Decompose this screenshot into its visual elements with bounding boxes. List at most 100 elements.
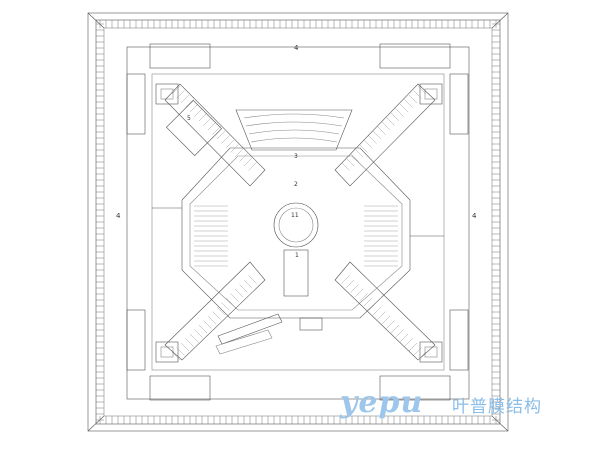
hatch-line — [198, 324, 208, 334]
hatch-line — [363, 139, 373, 149]
room-label-1: 1 — [295, 252, 299, 259]
hatch-line — [212, 126, 221, 135]
hatch-line — [399, 333, 409, 343]
auditorium-fan — [235, 109, 353, 151]
outer-wall — [87, 12, 509, 432]
hatch-line — [381, 121, 391, 131]
hatch-line — [207, 121, 217, 131]
stair-block-w-bot — [126, 309, 146, 371]
hatch-line — [390, 324, 400, 334]
hatch-line — [417, 85, 427, 95]
hatch-line — [216, 130, 226, 140]
hatch-line — [368, 135, 377, 144]
corner-bevel-nw — [87, 12, 105, 29]
hatch-line — [171, 85, 181, 95]
hatch-line — [176, 90, 185, 99]
hatch-line — [243, 157, 253, 167]
hatch-line — [363, 297, 373, 307]
hatch-line — [404, 99, 413, 108]
hatch-line — [176, 347, 185, 356]
room-label-11: 11 — [291, 212, 299, 219]
watermark-cjk: 叶普膜结构 — [452, 397, 542, 417]
hatch-line — [395, 329, 404, 338]
hatch-line — [189, 333, 199, 343]
hatch-line — [354, 288, 364, 298]
stair-block-e-bot — [449, 309, 469, 371]
wing-seating-hatch — [171, 85, 427, 361]
hatch-line — [395, 108, 404, 117]
hatch-line — [234, 148, 244, 158]
hatch-line — [377, 311, 386, 320]
central-octagon-inner — [189, 155, 403, 311]
hatch-line — [404, 338, 413, 347]
room-label-west: 4 — [116, 212, 121, 220]
entrance-corridor — [283, 249, 309, 297]
hatch-line — [207, 315, 217, 325]
hatch-line — [225, 297, 235, 307]
hatch-line — [359, 293, 368, 302]
hatch-line — [185, 99, 194, 108]
corridor-inner — [151, 73, 445, 371]
hatch-line — [216, 306, 226, 316]
room-label-east: 4 — [472, 212, 477, 220]
colonnade-ticks — [96, 20, 500, 424]
stair-block-e-top — [449, 73, 469, 135]
stair-block-ne — [379, 43, 451, 69]
hatch-line — [248, 275, 257, 284]
room-label-5: 5 — [187, 115, 191, 122]
hatch-line — [198, 112, 208, 122]
hatch-line — [225, 139, 235, 149]
hatch-line — [341, 162, 350, 171]
hatch-line — [189, 103, 199, 113]
corner-bevel-se — [491, 415, 509, 432]
hatch-line — [180, 94, 190, 104]
hatch-line — [381, 315, 391, 325]
hatch-line — [180, 342, 190, 352]
entrance-stair — [299, 317, 323, 331]
pavilion-se — [419, 341, 443, 363]
central-octagon — [181, 147, 411, 319]
hatch-line — [345, 279, 355, 289]
central-rotunda — [273, 202, 319, 248]
hatch-line — [230, 293, 239, 302]
colonnade-outer — [95, 19, 501, 425]
wing-nw — [164, 83, 266, 187]
hatch-line — [413, 347, 422, 356]
room-label-2: 2 — [294, 181, 298, 188]
hatch-line — [345, 157, 355, 167]
stair-block-sw — [149, 375, 211, 401]
hatch-line — [230, 144, 239, 153]
hatch-line — [372, 306, 382, 316]
hatch-line — [408, 342, 418, 352]
hatch-line — [390, 112, 400, 122]
hatch-line — [359, 144, 368, 153]
corridor-outer — [126, 46, 470, 400]
room-label-north: 4 — [294, 44, 299, 52]
hatch-line — [194, 329, 203, 338]
stair-block-w-top — [126, 73, 146, 135]
stair-block-nw — [149, 43, 211, 69]
pavilion-sw — [155, 341, 179, 363]
hatch-line — [377, 126, 386, 135]
hatch-line — [185, 338, 194, 347]
wing-sw — [164, 261, 266, 361]
hatch-line — [408, 94, 418, 104]
hatch-line — [171, 351, 181, 361]
stair-block-se — [379, 375, 451, 401]
hatch-line — [194, 108, 203, 117]
hatch-line — [386, 117, 395, 126]
hatch-line — [354, 148, 364, 158]
hatch-line — [341, 275, 350, 284]
hatch-line — [386, 320, 395, 329]
room-label-3: 3 — [294, 153, 298, 160]
hatch-line — [248, 162, 257, 171]
corner-bevel-ne — [491, 12, 509, 29]
hatch-line — [372, 130, 382, 140]
hatch-line — [413, 90, 422, 99]
hatch-line — [239, 153, 248, 162]
hatch-line — [203, 117, 212, 126]
hatch-line — [350, 284, 359, 293]
hatch-line — [368, 302, 377, 311]
hatch-line — [350, 153, 359, 162]
